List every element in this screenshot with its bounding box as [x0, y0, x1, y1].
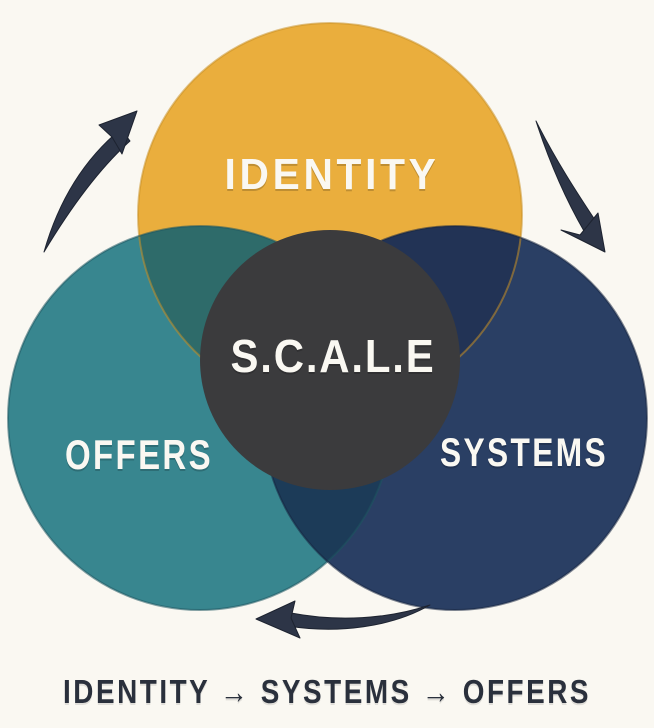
systems-label: SYSTEMS [440, 431, 608, 475]
curved-arrow-bottom-icon [255, 600, 431, 639]
offers-label: OFFERS [65, 431, 213, 478]
identity-label: IDENTITY [225, 150, 440, 199]
curved-arrow-right-icon [535, 120, 606, 253]
curved-arrow-top-left-icon [43, 110, 138, 253]
center-label: S.C.A.L.E [231, 330, 436, 382]
center-circle [200, 230, 460, 490]
flow-caption: IDENTITY → SYSTEMS → OFFERS [63, 673, 591, 710]
